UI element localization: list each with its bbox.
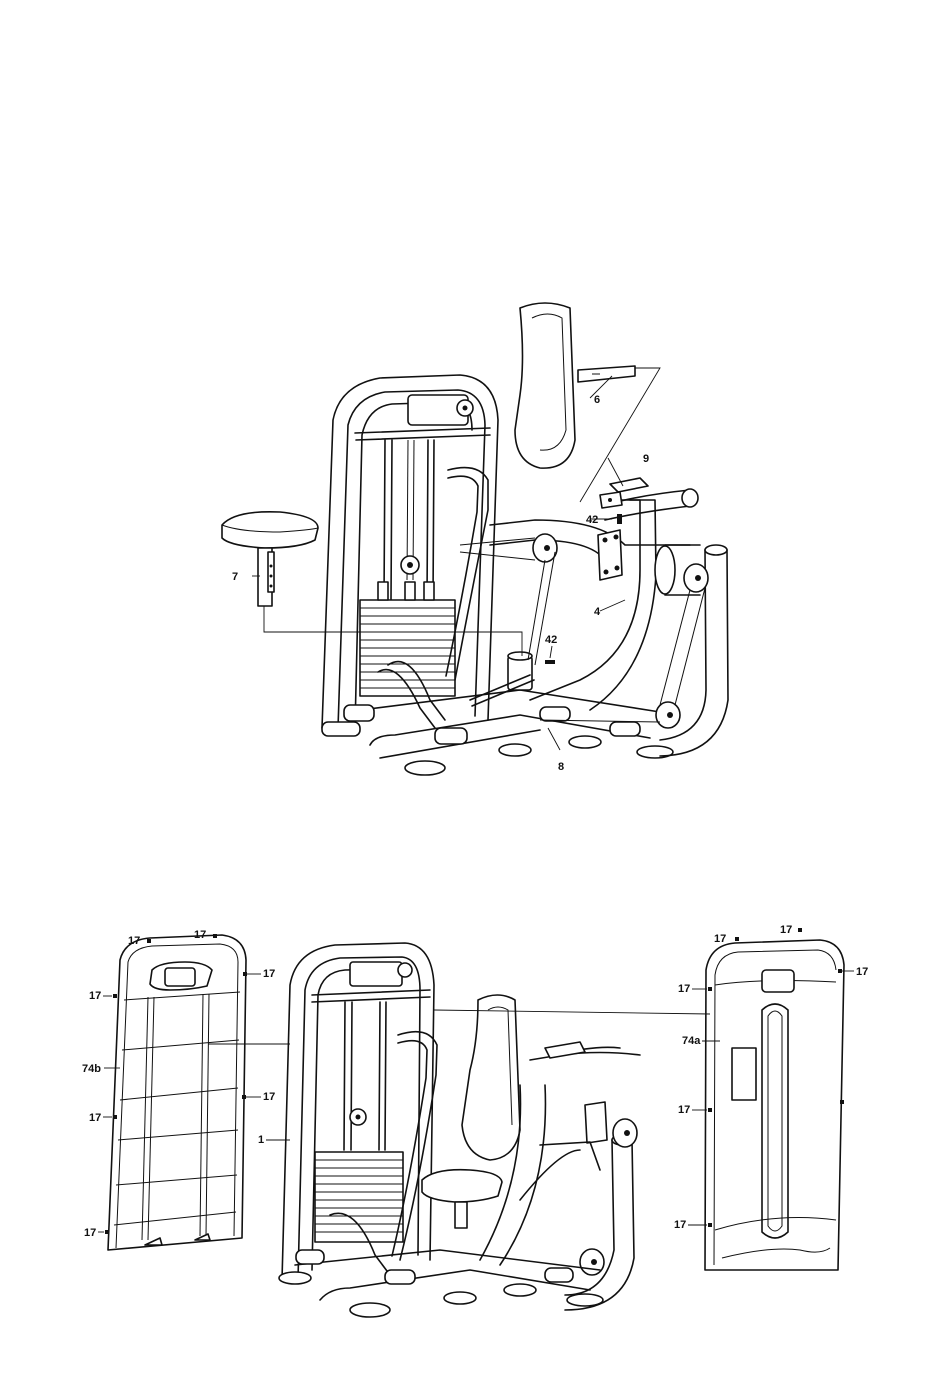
callout-4: 4 <box>594 606 601 618</box>
callout-42-upper: 42 <box>586 514 598 526</box>
callout-6: 6 <box>594 394 600 406</box>
base-frame <box>344 690 673 775</box>
callout-17: 17 <box>856 966 868 978</box>
left-shroud-74b <box>108 935 246 1250</box>
back-pad-part-6 <box>515 303 635 468</box>
right-shroud-74a <box>705 940 844 1270</box>
callout-9: 9 <box>643 453 649 465</box>
callout-7: 7 <box>232 571 238 583</box>
callout-17: 17 <box>714 933 726 945</box>
callout-74a: 74a <box>682 1035 701 1047</box>
callout-17: 17 <box>263 968 275 980</box>
callout-17: 17 <box>674 1219 686 1231</box>
callout-42-lower: 42 <box>545 634 557 646</box>
callout-17: 17 <box>678 983 690 995</box>
callout-74b: 74b <box>82 1063 101 1075</box>
callout-17: 17 <box>780 924 792 936</box>
seat-part-7 <box>222 512 318 606</box>
callout-17: 17 <box>89 1112 101 1124</box>
assembled-machine <box>208 943 710 1317</box>
callout-17: 17 <box>89 990 101 1002</box>
bottom-shroud-view: 1 74b 74a 17 17 17 17 17 17 17 17 17 17 … <box>82 924 868 1317</box>
callout-1: 1 <box>258 1134 264 1146</box>
callout-17: 17 <box>678 1104 690 1116</box>
seat-post-tube <box>470 652 534 706</box>
callout-17: 17 <box>263 1091 275 1103</box>
callout-17: 17 <box>84 1227 96 1239</box>
callout-17: 17 <box>194 929 206 941</box>
top-exploded-view: 6 9 42 4 42 7 8 <box>222 303 728 775</box>
callout-8: 8 <box>558 761 564 773</box>
weight-stack <box>360 582 455 696</box>
callout-17: 17 <box>128 935 140 947</box>
